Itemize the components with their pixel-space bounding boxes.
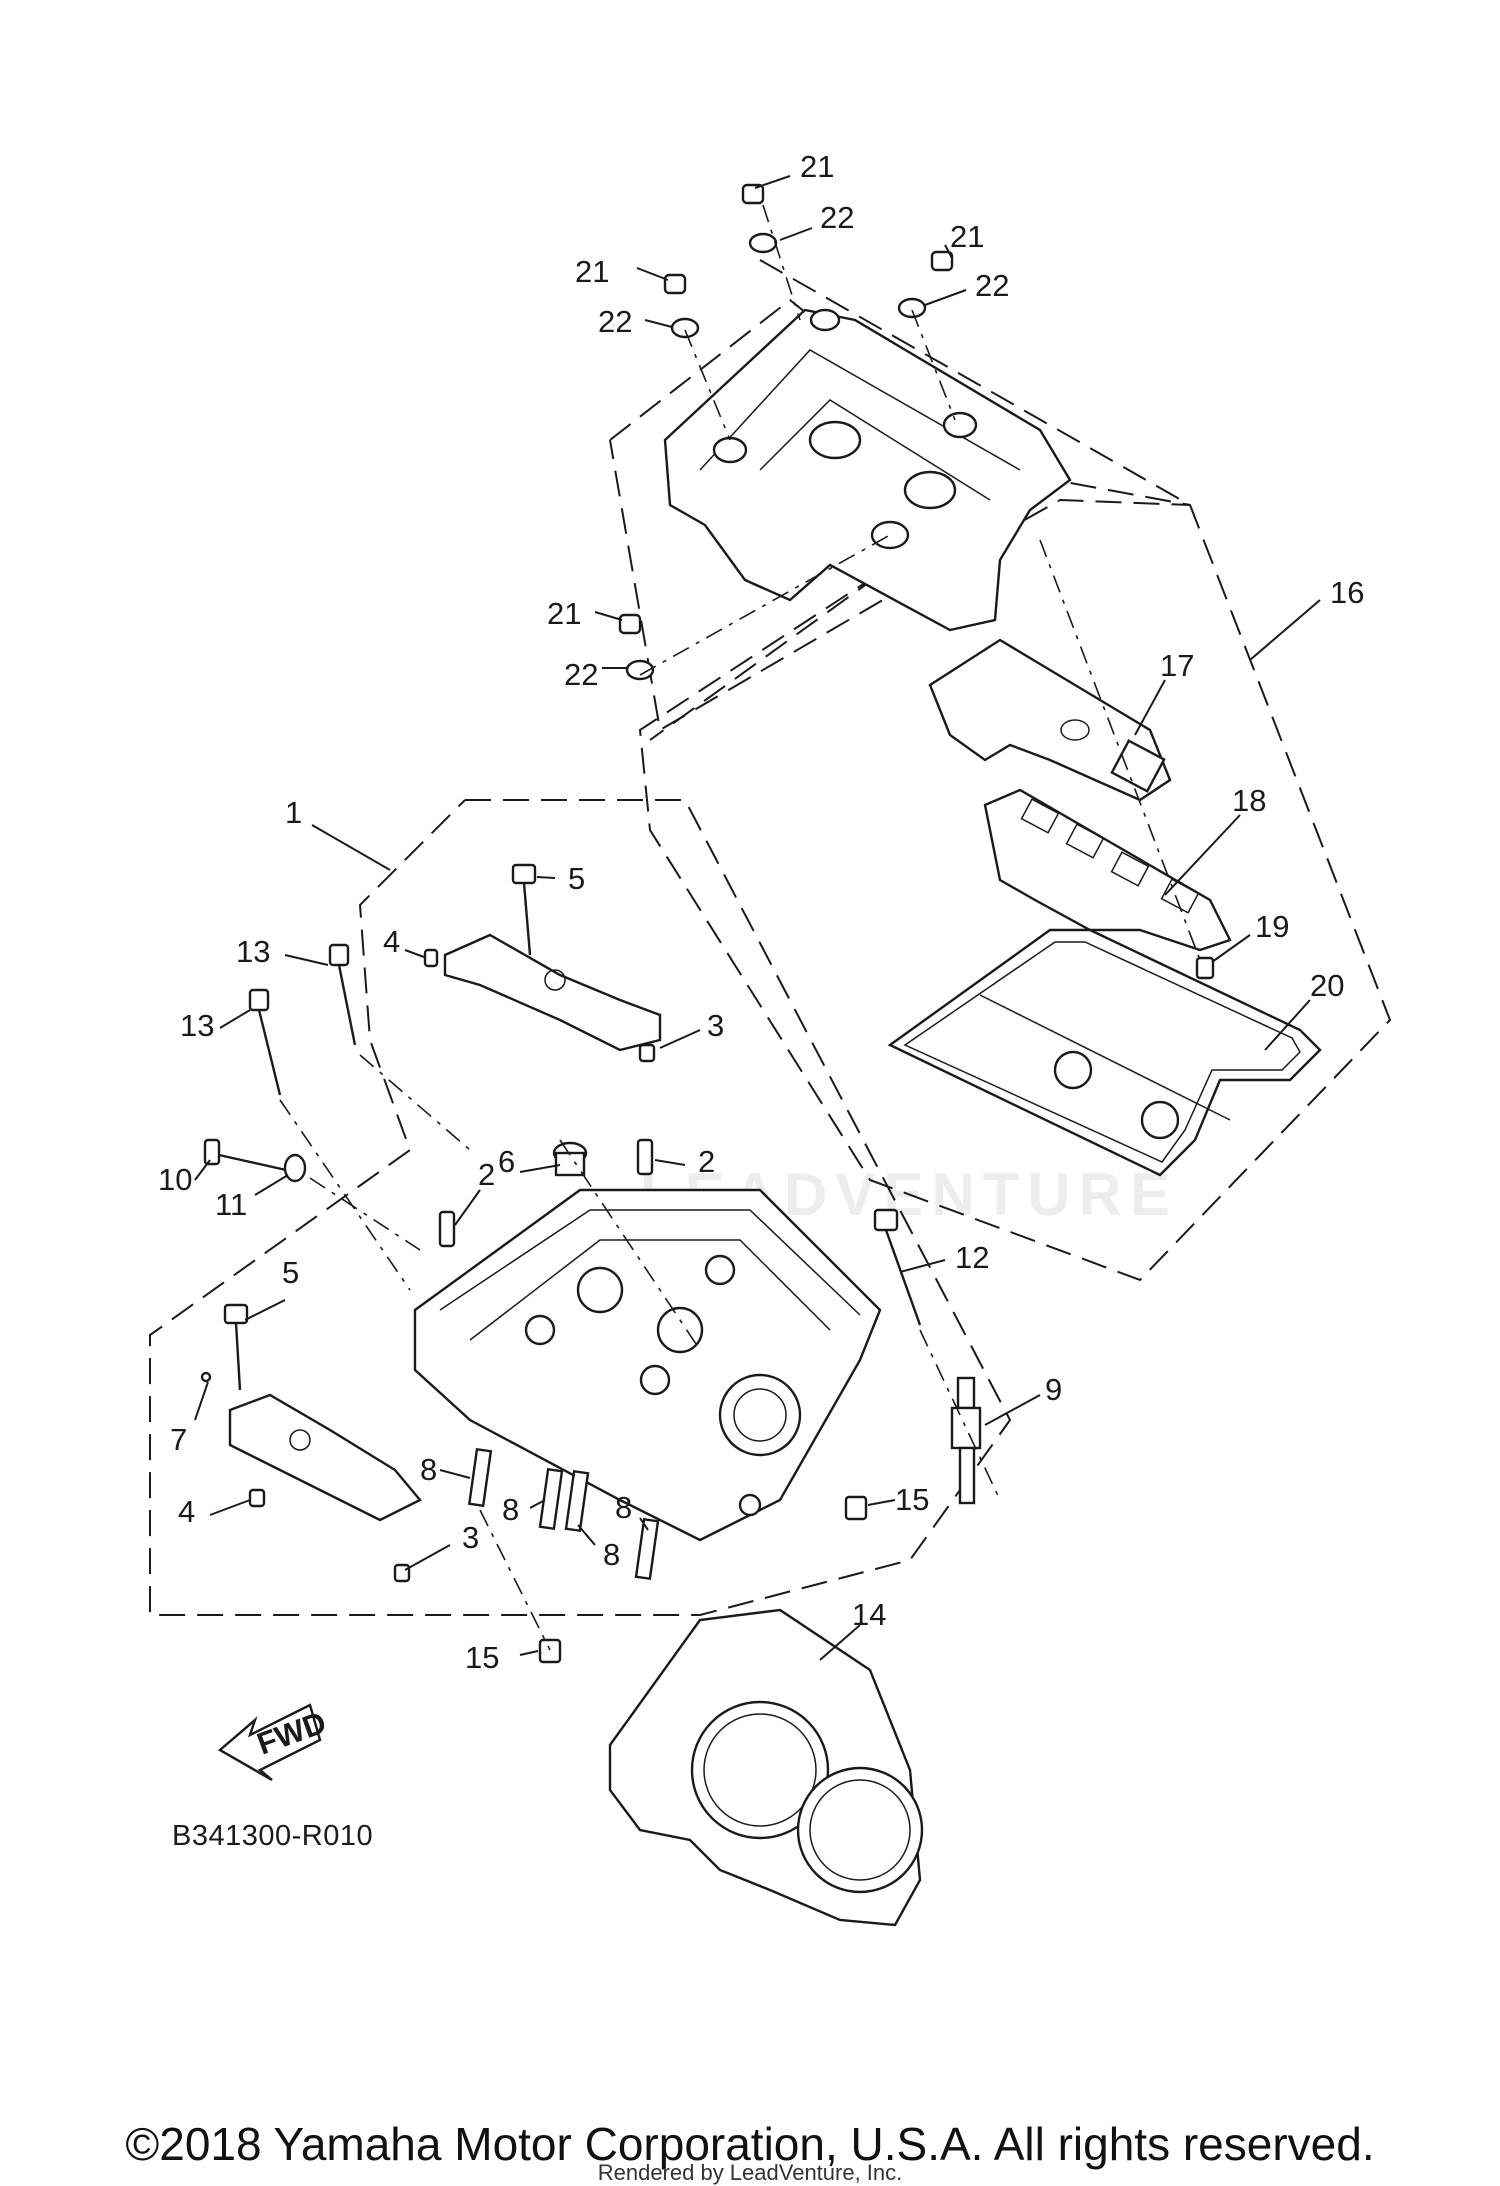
diagram-code: B341300-R010 [172,1820,374,1852]
callout-11: 11 [215,1187,247,1222]
callout-5: 5 [282,1255,299,1290]
reed-plate-18 [983,788,1232,952]
callout-7: 7 [170,1422,187,1457]
bolt-5-upper [511,863,537,956]
camshaft-cap-upper [443,933,662,1052]
bolt-5-lower [223,1303,249,1391]
bolt-13-a [328,943,357,1046]
callout-10: 10 [158,1162,192,1197]
callout-20: 20 [1310,968,1344,1003]
callout-8: 8 [615,1490,632,1525]
bolt-12 [873,1208,922,1326]
head-gasket-14 [608,1608,924,1927]
callout-15: 15 [465,1640,499,1675]
callout-9: 9 [1045,1372,1062,1407]
callout-2: 2 [478,1157,495,1192]
callout-3: 3 [707,1008,724,1043]
assembly-guide-lines [279,204,1201,1651]
callout-17: 17 [1160,648,1194,683]
breather-plate-17 [928,638,1172,802]
callout-6: 6 [498,1144,515,1179]
callout-22: 22 [598,304,632,339]
render-credit: Rendered by LeadVenture, Inc. [597,2160,903,2185]
stud-bolts-8 [467,1447,660,1581]
callout-22: 22 [564,657,598,692]
callout-13: 13 [180,1008,214,1043]
callout-21: 21 [950,219,984,254]
callout-22: 22 [820,200,854,235]
camshaft-cap-lower [228,1393,422,1522]
callout-19: 19 [1255,909,1289,944]
callout-21: 21 [575,254,609,289]
copyright-notice: ©2018 Yamaha Motor Corporation, U.S.A. A… [125,2118,1375,2170]
callout-3: 3 [462,1520,479,1555]
callout-4: 4 [178,1494,195,1529]
callout-21: 21 [800,149,834,184]
cylinder-head-group-outline [149,799,1012,1616]
leader-lines [194,175,1321,1661]
callout-8: 8 [603,1537,620,1572]
callout-8: 8 [502,1492,519,1527]
cover-bolts-21-washers-22 [618,183,954,681]
callout-8: 8 [420,1452,437,1487]
valve-cover [663,308,1072,632]
callout-16: 16 [1330,575,1364,610]
plug-6 [552,1141,588,1177]
bolt-10 [203,1138,296,1174]
callout-21: 21 [547,596,581,631]
callout-2: 2 [698,1144,715,1179]
callout-14: 14 [852,1597,886,1632]
dowel-pins [200,948,868,1664]
callout-22: 22 [975,268,1009,303]
spark-plug-9 [950,1376,982,1505]
bolt-19 [1195,956,1215,980]
cylinder-head [413,1188,882,1542]
valve-cover-group-outline [638,259,1392,1282]
callout-13: 13 [236,934,270,969]
cylinder-head-exploded-diagram: FWD [149,149,1392,1927]
callout-18: 18 [1232,783,1266,818]
callout-numbers: 21 22 21 22 21 22 21 22 16 17 18 19 20 1… [158,149,1364,1675]
callout-4: 4 [383,924,400,959]
callout-12: 12 [955,1240,989,1275]
callout-1: 1 [285,795,302,830]
valve-cover-gasket-20 [887,928,1322,1177]
bolt-13-b [248,988,282,1096]
callout-15: 15 [895,1482,929,1517]
fwd-arrow-icon: FWD [217,1703,331,1782]
callout-5: 5 [568,861,585,896]
washer-11 [283,1153,307,1183]
